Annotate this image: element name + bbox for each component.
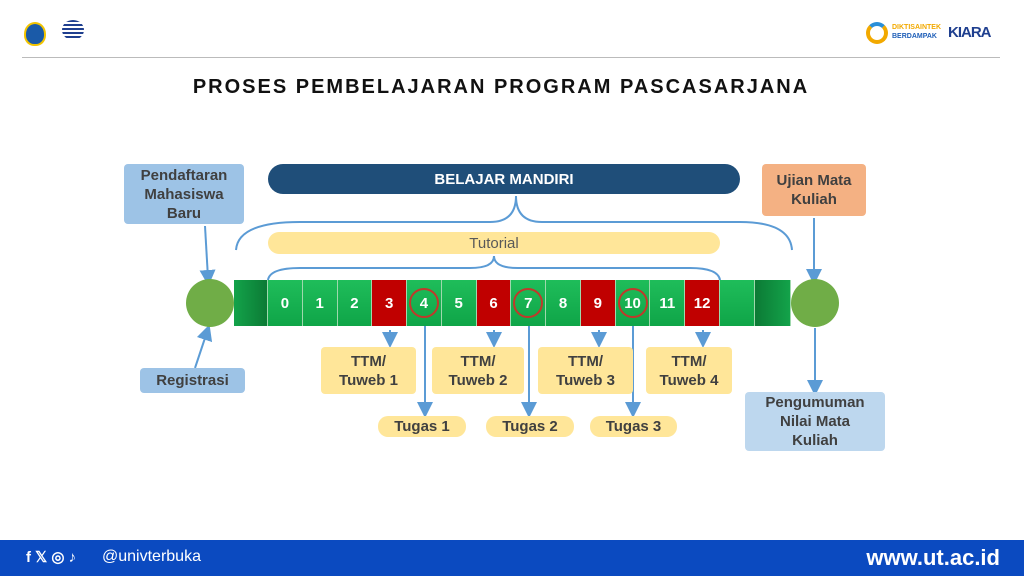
week-label: 12	[693, 294, 711, 312]
week-label: 8	[558, 294, 568, 312]
tugas-box-1: Tugas 1	[378, 416, 466, 437]
week-cell-10: 10	[615, 280, 651, 326]
tutorial-bar: Tutorial	[268, 232, 720, 254]
small-brace	[267, 255, 721, 281]
week-label: 1	[315, 294, 324, 312]
pendaftaran-box: Pendaftaran Mahasiswa Baru	[124, 164, 244, 224]
week-cell-12: 12	[685, 280, 720, 326]
week-cell-1: 1	[302, 280, 338, 326]
page-title: PROSES PEMBELAJARAN PROGRAM PASCASARJANA	[192, 76, 810, 98]
arrow-pendaftaran	[199, 225, 216, 286]
arrow-registrasi	[194, 324, 213, 369]
ttm-box-1: TTM/ Tuweb 1	[321, 347, 416, 394]
website-link[interactable]: www.ut.ac.id	[866, 545, 1000, 570]
kemendikti-logo	[24, 22, 46, 46]
end-circle	[791, 279, 839, 327]
social-handle[interactable]: @univterbuka	[102, 548, 201, 565]
social-icons: f 𝕏 ◎ ♪	[26, 549, 77, 566]
tugas-box-3: Tugas 3	[590, 416, 677, 437]
pad-cell	[234, 280, 268, 326]
tugas-box-2: Tugas 2	[486, 416, 574, 437]
pad-cell	[755, 280, 791, 326]
big-brace	[235, 195, 793, 251]
ttm-box-4: TTM/ Tuweb 4	[646, 347, 732, 394]
diktisaintek-logo	[866, 22, 888, 44]
week-cell-5: 5	[441, 280, 477, 326]
week-label: 3	[385, 294, 394, 312]
week-label: 7	[513, 288, 544, 318]
belajar-mandiri-bar: BELAJAR MANDIRI	[268, 164, 740, 194]
pengumuman-box: Pengumuman Nilai Mata Kuliah	[745, 392, 885, 451]
registrasi-box: Registrasi	[140, 368, 245, 393]
week-cell-6: 6	[476, 280, 512, 326]
ujian-box: Ujian Mata Kuliah	[762, 164, 866, 216]
ttm-box-2: TTM/ Tuweb 2	[432, 347, 524, 394]
week-label: 2	[350, 294, 359, 312]
ut-logo	[62, 20, 84, 40]
week-cell-9: 9	[580, 280, 616, 326]
ttm-box-3: TTM/ Tuweb 3	[538, 347, 633, 394]
week-label: 9	[593, 294, 602, 312]
footer: f 𝕏 ◎ ♪ @univterbuka www.ut.ac.id	[0, 540, 1024, 576]
week-cell-0: 0	[268, 280, 303, 326]
pad-cell	[720, 280, 755, 326]
header-divider	[22, 57, 1000, 58]
week-cell-11: 11	[650, 280, 686, 326]
week-label: 5	[454, 294, 463, 312]
week-cell-2: 2	[337, 280, 373, 326]
week-label: 10	[617, 288, 648, 318]
kiara-logo: KIARA	[948, 24, 991, 41]
week-label: 11	[659, 294, 676, 312]
start-circle	[186, 279, 234, 327]
week-label: 4	[408, 288, 439, 318]
week-cell-8: 8	[546, 280, 581, 326]
week-cell-7: 7	[511, 280, 547, 326]
week-label: 6	[489, 294, 498, 312]
week-cell-4: 4	[407, 280, 442, 326]
week-cell-3: 3	[372, 280, 408, 326]
week-label: 0	[280, 294, 290, 312]
